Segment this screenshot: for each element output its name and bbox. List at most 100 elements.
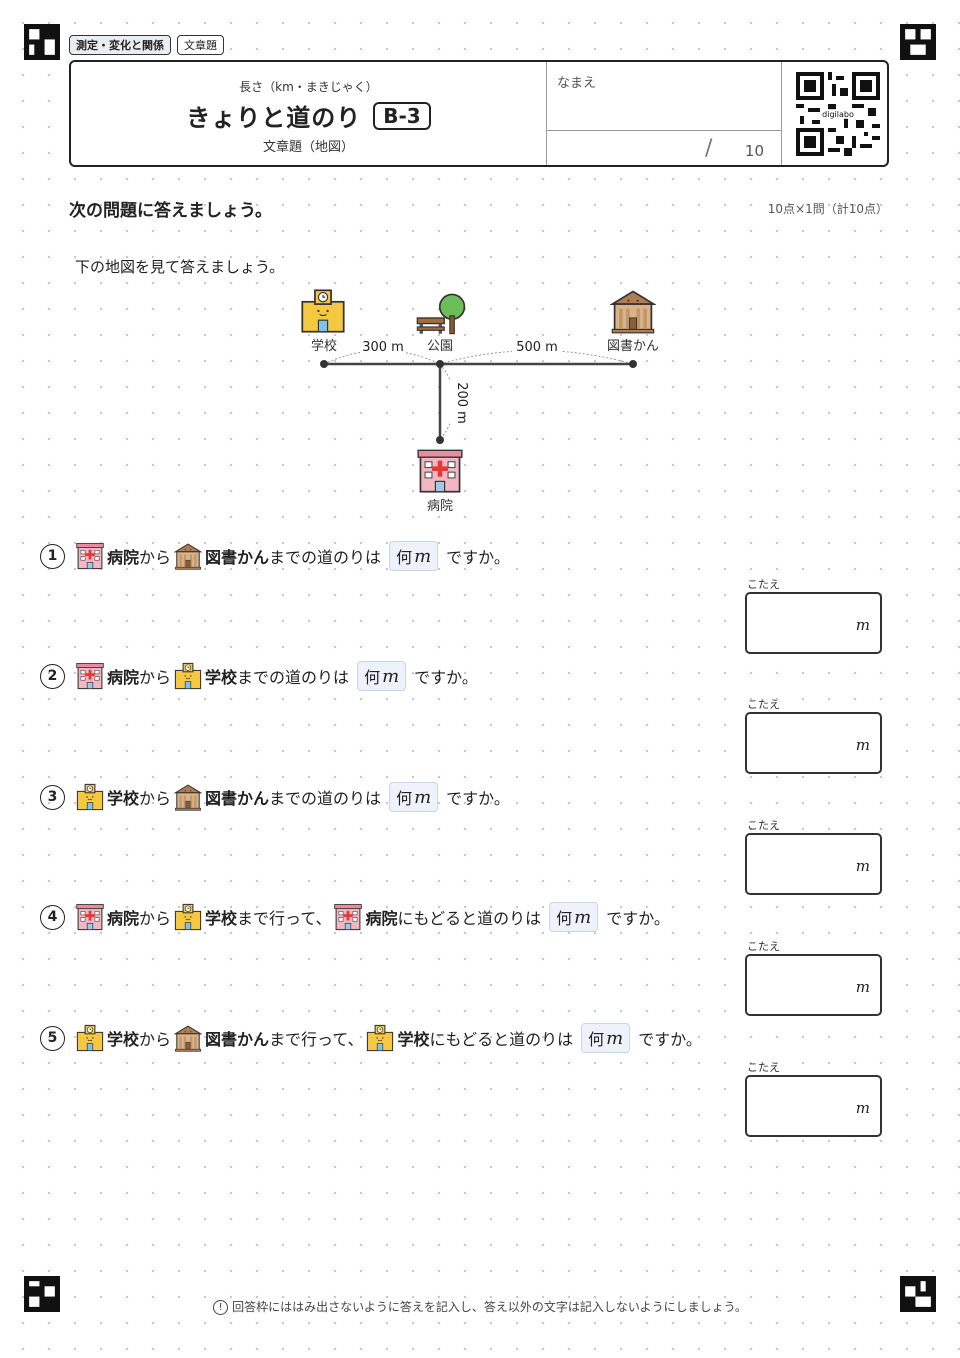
question-text: までの道のりは <box>237 668 350 687</box>
library-point <box>629 360 637 368</box>
answer-unit: m <box>855 857 870 875</box>
library-icon <box>174 784 202 811</box>
question-text: までの道のりは <box>269 789 382 808</box>
ask-unit: m <box>414 786 432 808</box>
place-name: 学校 <box>107 789 140 808</box>
answer-label: こたえ <box>747 698 780 711</box>
points-info: 10点×1問（計10点） <box>767 202 888 216</box>
category-label: 文章題（地図） <box>262 140 354 155</box>
place-name: 図書かん <box>205 1030 270 1049</box>
unit-subtitle: 長さ（km・まきじゃく） <box>239 80 378 94</box>
answer-box[interactable]: m <box>745 833 882 895</box>
hospital-icon <box>76 903 104 931</box>
question-text: まで行って、 <box>269 1030 364 1049</box>
question-text: から <box>139 1030 172 1049</box>
school-icon <box>301 289 345 333</box>
score-total: 10 <box>744 142 764 160</box>
answer-3: こたえ m <box>745 817 882 895</box>
question-text: から <box>139 789 172 808</box>
answer-box[interactable]: m <box>745 1075 882 1137</box>
answer-unit: m <box>855 616 870 634</box>
answer-label: こたえ <box>747 940 780 953</box>
place-name: 病院 <box>107 548 140 567</box>
label-bg <box>512 338 562 354</box>
corner-marker <box>900 24 936 60</box>
question-suffix: ですか。 <box>446 789 510 808</box>
place-name: 図書かん <box>205 548 270 567</box>
answer-5: こたえ m <box>745 1059 882 1137</box>
library-label: 図書かん <box>607 339 659 354</box>
answer-box[interactable]: m <box>745 592 882 654</box>
name-field[interactable]: なまえ / 10 <box>546 62 782 165</box>
school-label: 学校 <box>311 338 337 354</box>
hospital-icon <box>334 903 363 931</box>
library-icon <box>174 543 202 570</box>
ask-word: 何 <box>396 548 413 567</box>
level-badge: B-3 <box>373 101 431 130</box>
place-name: 学校 <box>107 1030 140 1049</box>
answer-label: こたえ <box>747 1061 780 1074</box>
question-text: から <box>139 548 172 567</box>
category-tags: 測定・変化と関係 文章題 <box>69 35 224 55</box>
question-text: にもどると道のりは <box>429 1030 574 1049</box>
school-point <box>320 360 328 368</box>
question-text: にもどると道のりは <box>397 909 542 928</box>
qr-block: digilabo <box>781 62 890 165</box>
corner-marker <box>24 1276 60 1312</box>
title-row: きょりと道のり B-3 <box>71 98 546 133</box>
place-name: 学校 <box>205 909 238 928</box>
park-icon <box>416 293 466 335</box>
hospital-icon <box>76 542 104 570</box>
school-icon <box>174 903 202 931</box>
worksheet-header: 長さ（km・まきじゃく） きょりと道のり B-3 文章題（地図） なまえ / 1… <box>69 60 889 167</box>
score-slash: / <box>705 136 713 161</box>
distance-school-park: 300 m <box>362 340 404 355</box>
qr-code[interactable]: digilabo <box>796 72 880 156</box>
place-name: 学校 <box>397 1030 430 1049</box>
answer-box[interactable]: m <box>745 712 882 774</box>
school-icon <box>76 783 104 811</box>
question-text: まで行って、 <box>237 909 332 928</box>
ask-word: 何 <box>364 668 381 687</box>
footer-note: !回答枠にははみ出さないように答えを記入し、答え以外の文字は記入しないようにしま… <box>0 1298 960 1315</box>
question-suffix: ですか。 <box>606 909 670 928</box>
distance-park-library: 500 m <box>516 340 558 355</box>
name-label: なまえ <box>557 76 597 91</box>
school-icon <box>76 1024 104 1052</box>
answer-label: こたえ <box>747 819 780 832</box>
hospital-icon <box>76 662 104 690</box>
answer-unit: m <box>855 1099 870 1117</box>
question-number: 1 <box>40 543 65 569</box>
answer-1: こたえ m <box>745 576 882 654</box>
hospital-label: 病院 <box>427 499 453 514</box>
hospital-point <box>436 436 444 444</box>
park-point <box>436 360 444 368</box>
ask-word: 何 <box>588 1030 605 1049</box>
ask-unit: m <box>414 545 432 567</box>
question-text: から <box>139 668 172 687</box>
school-icon <box>367 1024 394 1052</box>
divider <box>547 130 782 131</box>
page-title: きょりと道のり <box>186 104 362 132</box>
question-number: 3 <box>40 784 65 810</box>
question-number: 4 <box>40 904 65 930</box>
route-map: 学校 公園 図書かん 病院 300 m 500 m 200 m <box>301 289 659 514</box>
school-icon <box>174 662 202 690</box>
title-block: 長さ（km・まきじゃく） きょりと道のり B-3 文章題（地図） <box>71 62 546 165</box>
answer-box[interactable]: m <box>745 954 882 1016</box>
answer-2: こたえ m <box>745 696 882 774</box>
answer-label: こたえ <box>747 578 780 591</box>
place-name: 病院 <box>107 668 140 687</box>
ask-unit: m <box>382 665 400 687</box>
corner-marker <box>900 1276 936 1312</box>
label-bg <box>450 380 466 426</box>
answer-unit: m <box>855 736 870 754</box>
